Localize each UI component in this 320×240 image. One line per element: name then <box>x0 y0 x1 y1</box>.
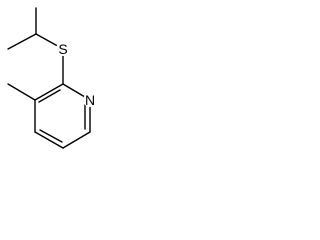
nitrogen-atom-label: N <box>85 92 95 108</box>
bond-isopropyl-methyl-left <box>7 33 37 50</box>
bond-ring-c5-c6 <box>62 131 91 149</box>
bond-ring-c4-c5 <box>34 131 64 149</box>
bond-ring-c2-c3-inner <box>38 89 61 103</box>
sulfur-atom-background <box>56 42 70 56</box>
bond-ring-c4-c5-inner <box>39 129 63 143</box>
molecule-structure: S N <box>7 7 97 149</box>
bond-ring-methyl <box>7 83 36 101</box>
nitrogen-atom-background <box>83 93 97 107</box>
bond-ring-c2-c3 <box>34 83 64 101</box>
sulfur-atom-label: S <box>58 41 67 57</box>
